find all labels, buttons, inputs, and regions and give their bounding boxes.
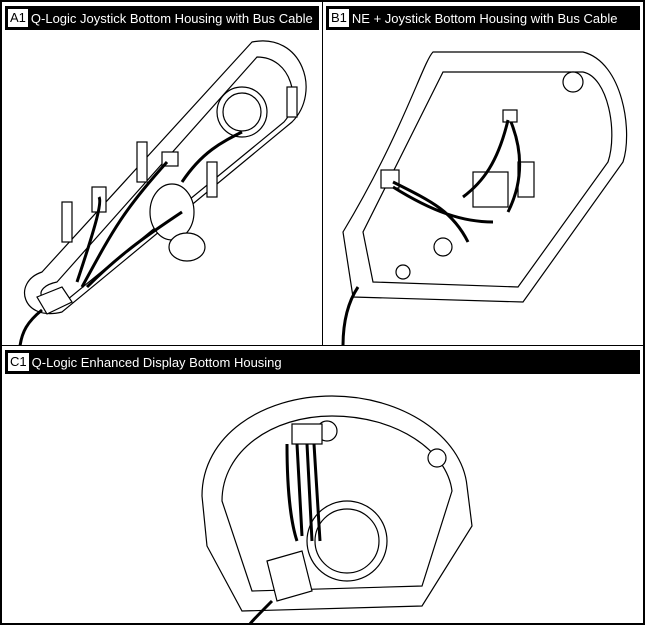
- ne-joystick-housing-illustration: [341, 51, 628, 345]
- panel-c1: C1 Q-Logic Enhanced Display Bottom Housi…: [1, 345, 644, 624]
- panel-title: Q-Logic Enhanced Display Bottom Housing: [31, 354, 282, 370]
- panel-title: NE + Joystick Bottom Housing with Bus Ca…: [351, 10, 618, 26]
- joystick-housing-illustration: [18, 40, 307, 345]
- panel-b1: B1 NE + Joystick Bottom Housing with Bus…: [322, 1, 644, 346]
- panel-tag: C1: [8, 353, 29, 371]
- panel-a1: A1 Q-Logic Joystick Bottom Housing with …: [1, 1, 323, 346]
- panel-tag: A1: [8, 9, 28, 27]
- panel-header: C1 Q-Logic Enhanced Display Bottom Housi…: [5, 350, 640, 374]
- panel-header: B1 NE + Joystick Bottom Housing with Bus…: [326, 6, 640, 30]
- panel-title: Q-Logic Joystick Bottom Housing with Bus…: [30, 10, 313, 26]
- enhanced-display-housing-illustration: [201, 395, 473, 623]
- panel-header: A1 Q-Logic Joystick Bottom Housing with …: [5, 6, 319, 30]
- panel-tag: B1: [329, 9, 349, 27]
